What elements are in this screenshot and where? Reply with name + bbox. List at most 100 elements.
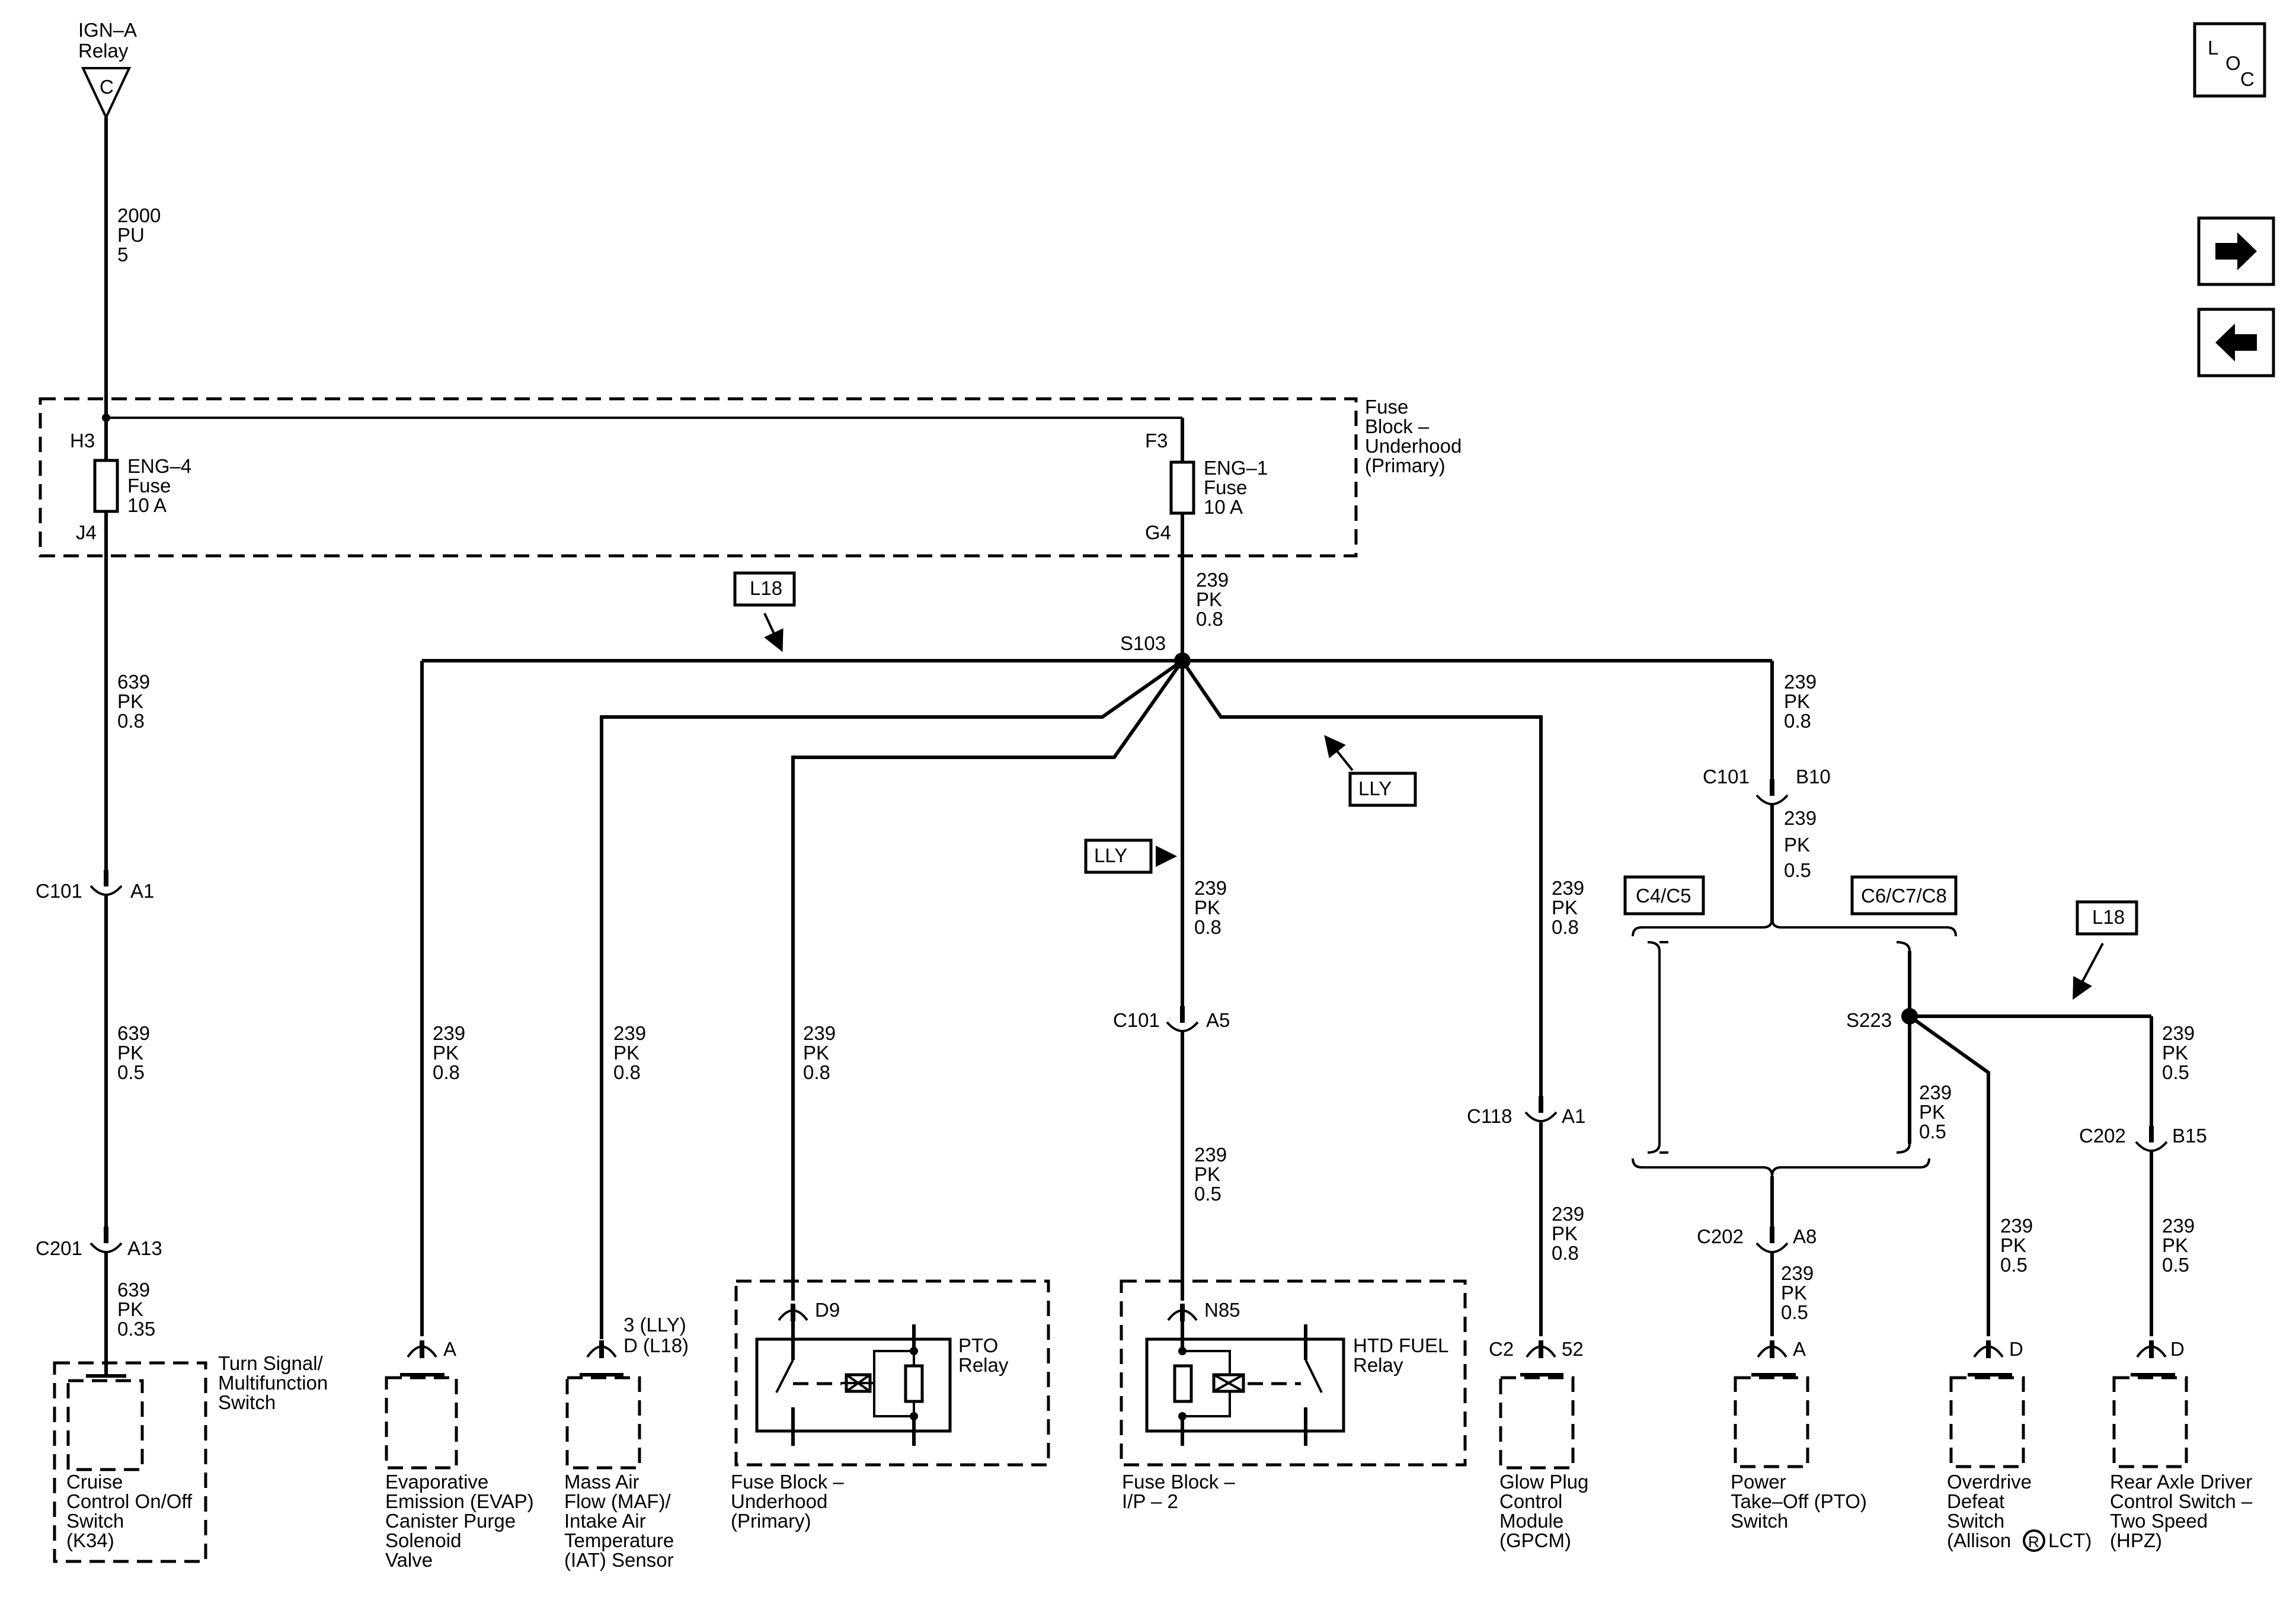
gpcm-wire2-size: 0.8: [1552, 1242, 1579, 1264]
lly-right-arrow: [1324, 735, 1354, 772]
maf-pin-label-2: D (L18): [623, 1334, 689, 1356]
connector-c118-a1: C118 A1: [1467, 1096, 1585, 1127]
c202-a8-symbol: [1755, 1242, 1789, 1253]
pto-block-label-2: Underhood: [731, 1490, 827, 1512]
forward-button[interactable]: [2197, 216, 2275, 286]
right-wire2-num: 239: [1784, 807, 1817, 829]
wire-639-a-color: PK: [117, 690, 143, 712]
center-wire2-size: 0.5: [1194, 1183, 1221, 1205]
htd-coil-wire-top: [1182, 1350, 1231, 1375]
center-wire2-color: PK: [1194, 1163, 1220, 1185]
wire-639-b-num: 639: [117, 1022, 150, 1044]
eng1-fuse-symbol: [1169, 460, 1195, 515]
maf-wire-num: 239: [613, 1022, 646, 1044]
rear-wire1-color: PK: [2162, 1042, 2188, 1064]
rear-wire1-size: 0.5: [2162, 1061, 2189, 1083]
pto-switch-label-3: Switch: [1731, 1510, 1788, 1532]
ign-a-relay-source: IGN–A Relay C: [78, 19, 137, 120]
cruise-label-4: (K34): [66, 1529, 114, 1551]
c101-b10-symbol: [1755, 794, 1789, 805]
gpcm-pin: [1539, 1340, 1543, 1358]
gpcm-label-3: Module: [1499, 1510, 1563, 1532]
wire-gpcm-upper: [1181, 660, 1543, 1096]
gpcm-wire1-size: 0.8: [1552, 916, 1579, 938]
eng-1-fuse: F3 ENG–1 Fuse 10 A G4: [1145, 430, 1268, 543]
back-button[interactable]: [2197, 308, 2275, 377]
connector-c202-b15: C202 B15: [2079, 1125, 2207, 1152]
htd-coil-wire-bottom: [1182, 1391, 1231, 1417]
wire-pto-relay: [791, 660, 1184, 1301]
c101-a1-conn: C101: [36, 880, 82, 902]
wire-2000-size: 5: [117, 244, 128, 265]
eng4-top-pin: H3: [70, 430, 95, 452]
wire-239-g4-color: PK: [1196, 588, 1222, 610]
turn-signal-switch-outline: [53, 1361, 207, 1563]
gpcm-label-2: Control: [1499, 1490, 1562, 1512]
n85-pin: [1180, 1304, 1185, 1321]
option-tag-lly-left: LLY: [1084, 838, 1177, 874]
wire-639-b-color: PK: [117, 1042, 143, 1064]
rear-wire2-size: 0.5: [2162, 1254, 2189, 1276]
bottom-bracket: [1632, 1158, 1930, 1177]
l18-right-arrow: [2073, 943, 2104, 1000]
ip2-fuse-block-outline: [1120, 1279, 1467, 1467]
rear-label-4: (HPZ): [2110, 1529, 2162, 1551]
lly-right-box: [1348, 772, 1417, 807]
eng4-fuse-symbol: [93, 459, 119, 513]
evap-solenoid: A Evaporative Emission (EVAP) Canister P…: [385, 1338, 534, 1571]
pto-switch-outline: [1734, 1376, 1809, 1468]
loc-box[interactable]: [2193, 22, 2266, 98]
fuse-block-label-2: Block –: [1365, 415, 1430, 437]
c101-a5-symbol: [1166, 1021, 1199, 1032]
wire-639-c-color: PK: [117, 1298, 143, 1320]
wire-639-a-size: 0.8: [117, 710, 145, 732]
eng4-label-1: ENG–4: [127, 455, 191, 477]
od-label-2: Defeat: [1947, 1490, 2004, 1512]
loc-button[interactable]: L O C: [2193, 22, 2266, 98]
gpcm-label-4: (GPCM): [1499, 1529, 1571, 1551]
pto-wire-color: PK: [803, 1042, 829, 1064]
eng1-top-pin: F3: [1145, 430, 1168, 452]
cruise-label-3: Switch: [66, 1510, 124, 1532]
ign-a-relay-label: Relay: [78, 40, 129, 62]
pto-node-1: [910, 1347, 918, 1355]
wire-239-g4-num: 239: [1196, 569, 1229, 591]
c6c7c8-text: C6/C7/C8: [1861, 885, 1947, 907]
s223-wire-num: 239: [1919, 1081, 1952, 1103]
eng4-label-2: Fuse: [127, 475, 171, 497]
wire-639-b-size: 0.5: [117, 1061, 145, 1083]
eng4-bottom-pin: J4: [76, 521, 97, 543]
od-allison-left: (Allison: [1947, 1529, 2011, 1551]
s223-label: S223: [1846, 1009, 1892, 1031]
right-wire-color: PK: [1784, 690, 1810, 712]
l18-top-box: [733, 571, 796, 607]
htd-block-label-1: Fuse Block –: [1122, 1471, 1235, 1493]
od-outline: [1949, 1376, 2025, 1468]
bus-junction: [102, 414, 110, 422]
pto-block-label-1: Fuse Block –: [731, 1471, 844, 1493]
pto-wire-size: 0.8: [803, 1061, 830, 1083]
od-wire-size: 0.5: [2000, 1254, 2028, 1276]
s223-wire-size: 0.5: [1919, 1121, 1946, 1142]
gpcm-wire1-num: 239: [1552, 877, 1584, 899]
gpcm-wire2-color: PK: [1552, 1222, 1578, 1244]
n85-label: N85: [1204, 1299, 1240, 1321]
evap-pin: [420, 1340, 424, 1358]
gpcm-pin-conn: C2: [1489, 1338, 1514, 1360]
c4c5-text: C4/C5: [1636, 885, 1691, 907]
connector-c202-a8: C202 A8: [1697, 1225, 1817, 1253]
od-wire-num: 239: [2000, 1215, 2033, 1237]
evap-label-3: Canister Purge: [385, 1510, 516, 1532]
rear-outline: [2112, 1376, 2188, 1468]
right-wire2-color: PK: [1784, 834, 1810, 856]
c101-b10-pinlabel: B10: [1796, 766, 1831, 788]
htd-node-2: [1178, 1412, 1187, 1420]
pto-node-2: [910, 1412, 918, 1420]
arrow-right-icon: [2215, 232, 2257, 270]
glow-plug-control-module: C2 52 Glow Plug Control Module (GPCM): [1489, 1338, 1588, 1551]
arrow-left-icon: [2215, 324, 2257, 361]
c101-a1-pinlabel: A1: [130, 880, 154, 902]
htd-node-1: [1178, 1347, 1187, 1355]
maf-pin-label-1: 3 (LLY): [623, 1314, 686, 1336]
